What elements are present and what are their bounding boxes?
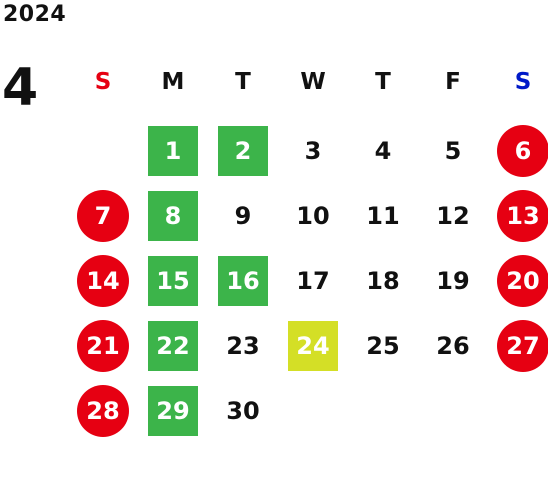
business-day-marker: 8	[148, 190, 198, 241]
day-number: 10	[296, 201, 330, 230]
month-number: 4	[2, 58, 39, 118]
day-cell: 18	[348, 248, 418, 313]
holiday-day-marker: 27	[497, 319, 548, 372]
day-number: 19	[436, 266, 470, 295]
weekday-header: T	[235, 69, 251, 95]
day-number: 26	[436, 331, 470, 360]
day-number: 9	[234, 201, 252, 230]
day-cell: 13	[488, 183, 548, 248]
day-cell: 15	[138, 248, 208, 313]
day-cell: 4	[348, 118, 418, 183]
day-cell: 3	[278, 118, 348, 183]
year-label: 2024	[3, 2, 67, 27]
day-cell: 17	[278, 248, 348, 313]
day-cell: 25	[348, 313, 418, 378]
day-cell: 11	[348, 183, 418, 248]
day-cell: 7	[68, 183, 138, 248]
business-day-marker: 1	[148, 125, 198, 176]
day-cell: 8	[138, 183, 208, 248]
day-number: 17	[296, 266, 330, 295]
day-number: 30	[226, 396, 260, 425]
day-number: 12	[436, 201, 470, 230]
business-day-marker: 29	[148, 385, 198, 436]
holiday-day-marker: 28	[77, 384, 129, 437]
weekday-header: M	[161, 69, 185, 95]
holiday-day-marker: 6	[497, 124, 548, 177]
day-number: 4	[374, 136, 392, 165]
holiday-day-marker: 20	[497, 254, 548, 307]
day-number: 11	[366, 201, 400, 230]
weekday-header: T	[375, 69, 391, 95]
day-cell: 9	[208, 183, 278, 248]
day-number: 25	[366, 331, 400, 360]
day-cell: 29	[138, 378, 208, 443]
day-cell: 20	[488, 248, 548, 313]
day-cell: 12	[418, 183, 488, 248]
day-cell: 22	[138, 313, 208, 378]
day-number: 23	[226, 331, 260, 360]
weekday-header: S	[514, 69, 532, 95]
day-cell: 21	[68, 313, 138, 378]
weekday-header: S	[94, 69, 112, 95]
day-cell: 30	[208, 378, 278, 443]
day-cell: 28	[68, 378, 138, 443]
day-cell: 27	[488, 313, 548, 378]
day-number: 5	[444, 136, 462, 165]
day-cell: 19	[418, 248, 488, 313]
holiday-day-marker: 13	[497, 189, 548, 242]
day-cell: 24	[278, 313, 348, 378]
day-cell: 23	[208, 313, 278, 378]
weekday-header: F	[445, 69, 461, 95]
holiday-day-marker: 14	[77, 254, 129, 307]
business-day-marker: 16	[218, 255, 268, 306]
day-number: 18	[366, 266, 400, 295]
holiday-day-marker: 21	[77, 319, 129, 372]
business-day-marker: 15	[148, 255, 198, 306]
weekday-header: W	[300, 69, 326, 95]
day-cell: 5	[418, 118, 488, 183]
day-number: 3	[304, 136, 322, 165]
day-cell: 1	[138, 118, 208, 183]
day-cell: 26	[418, 313, 488, 378]
day-cell: 2	[208, 118, 278, 183]
business-day-marker: 22	[148, 320, 198, 371]
day-cell: 10	[278, 183, 348, 248]
day-cell: 16	[208, 248, 278, 313]
business-day-marker: 2	[218, 125, 268, 176]
day-cell: 6	[488, 118, 548, 183]
special-day-marker: 24	[288, 320, 338, 371]
day-cell: 14	[68, 248, 138, 313]
holiday-day-marker: 7	[77, 189, 129, 242]
